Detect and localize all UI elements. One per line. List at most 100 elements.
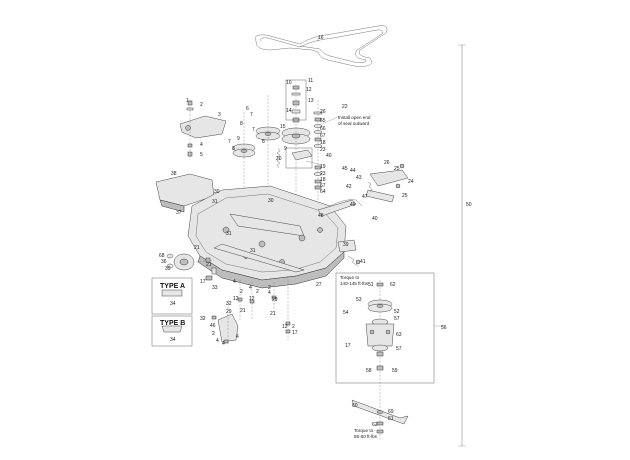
callout-26b: 26	[384, 160, 390, 166]
left-lower-hardware	[205, 257, 217, 281]
callout-21: 21	[194, 245, 200, 251]
callout-37: 37	[176, 210, 182, 216]
callout-14: 14	[286, 108, 292, 114]
callout-64: 64	[320, 189, 326, 195]
blade-type-b-box	[151, 315, 193, 347]
idler-cover	[179, 115, 227, 139]
deck-hanger-bracket	[211, 300, 239, 346]
callout-2d: 2	[268, 285, 271, 291]
callout-40b: 40	[372, 216, 378, 222]
idler-spring	[276, 147, 281, 169]
belt-shield-left	[155, 173, 215, 213]
callout-58: 58	[366, 368, 372, 374]
callout-13: 13	[308, 98, 314, 104]
callout-41: 41	[360, 259, 366, 265]
callout-29: 29	[272, 297, 278, 303]
callout-51: 51	[368, 282, 374, 288]
callout-7c: 7	[228, 139, 231, 145]
callout-65: 65	[320, 118, 326, 124]
install-note-line2: of seal outward	[338, 121, 370, 126]
callout-40: 40	[326, 153, 332, 159]
spindle-assembly	[365, 280, 395, 440]
callout-4c: 4	[249, 285, 252, 291]
callout-4b: 4	[233, 279, 236, 285]
callout-12: 12	[306, 87, 312, 93]
callout-15: 15	[280, 124, 286, 130]
callout-4: 4	[200, 142, 203, 148]
callout-52: 52	[394, 309, 400, 315]
callout-2b: 2	[240, 289, 243, 295]
callout-63: 63	[396, 332, 402, 338]
callout-18b: 18	[320, 177, 326, 183]
install-note-line1: Install open end	[338, 115, 371, 120]
callout-36: 36	[161, 259, 167, 265]
callout-67: 67	[320, 133, 326, 139]
callout-47: 47	[362, 194, 368, 200]
callout-5: 5	[200, 152, 203, 158]
callout-7: 7	[250, 112, 253, 118]
callout-9b: 9	[284, 146, 287, 152]
callout-44: 44	[350, 168, 356, 174]
callout-19: 19	[320, 164, 326, 170]
deck-lift-arms	[317, 163, 409, 217]
callout-16: 16	[318, 35, 324, 41]
callout-31: 31	[212, 199, 218, 205]
callout-67b: 67	[320, 183, 326, 189]
spindle-assembly-box	[335, 272, 435, 384]
callout-11: 11	[308, 78, 313, 84]
callout-6: 6	[246, 106, 249, 112]
callout-12d: 12	[282, 324, 288, 330]
callout-2: 2	[200, 102, 203, 108]
callout-57b: 57	[396, 346, 402, 352]
callout-62b: 62	[372, 422, 378, 428]
type-a-label: TYPE A	[160, 283, 185, 290]
callout-53: 53	[356, 297, 362, 303]
anti-scalp-wheel	[166, 253, 195, 271]
callout-61: 61	[388, 416, 394, 422]
callout-46: 46	[210, 323, 216, 329]
callout-2e: 2	[292, 324, 295, 330]
callout-4d: 4	[268, 290, 271, 296]
callout-12c: 12	[249, 296, 255, 302]
callout-43: 43	[356, 175, 362, 181]
callout-32b: 32	[200, 316, 206, 322]
callout-4g: 4	[236, 334, 239, 340]
callout-31c: 31	[250, 248, 256, 254]
torque-bottom-line1: Torque to	[354, 428, 374, 433]
torque-top-line2: 140-145 ft-lbs	[340, 281, 369, 286]
callout-8b: 8	[262, 139, 265, 145]
blade-type-a-box	[151, 277, 193, 315]
callout-48: 48	[318, 213, 324, 219]
callout-69: 69	[388, 409, 394, 415]
cutting-blade	[351, 399, 409, 434]
callout-17c: 17	[345, 343, 351, 349]
callout-57: 57	[394, 316, 400, 322]
torque-bottom-line2: 55-60 ft-lbs	[354, 434, 378, 439]
callout-1: 1	[186, 98, 189, 104]
callout-4e: 4	[216, 338, 219, 344]
discharge-pivot	[337, 239, 361, 267]
callout-4f: 4	[222, 341, 225, 347]
callout-60: 60	[352, 403, 358, 409]
type-a-part: 34	[170, 301, 176, 307]
callout-17: 17	[200, 279, 206, 285]
callout-20: 20	[276, 156, 282, 162]
baffle	[213, 243, 305, 273]
callout-50: 50	[466, 202, 472, 208]
callout-54: 54	[343, 310, 349, 316]
callout-21b: 21	[206, 262, 212, 268]
callout-3: 3	[218, 112, 221, 118]
callout-31b: 31	[226, 231, 232, 237]
callout-17b: 17	[292, 330, 298, 336]
callout-7b: 7	[252, 127, 255, 133]
callout-23b: 23	[320, 171, 326, 177]
callout-35: 35	[165, 266, 171, 272]
type-b-label: TYPE B	[160, 320, 185, 327]
callout-45: 45	[342, 166, 348, 172]
callout-12b: 12	[233, 296, 239, 302]
callout-8c: 8	[232, 146, 235, 152]
callout-30b: 30	[268, 198, 274, 204]
callout-8: 8	[240, 121, 243, 127]
